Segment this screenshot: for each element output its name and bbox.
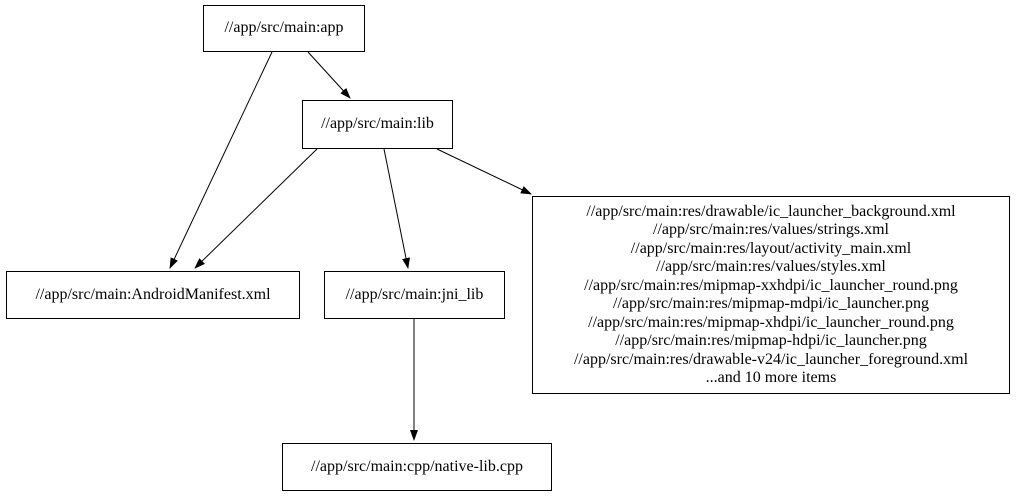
res-group-line: //app/src/main:res/values/styles.xml [656,258,886,275]
res-group-line: //app/src/main:res/mipmap-xhdpi/ic_launc… [588,313,954,331]
graph-node-jni-lib: //app/src/main:jni_lib [324,271,505,319]
graph-node-native-lib-cpp: //app/src/main:cpp/native-lib.cpp [282,443,552,491]
res-group-line: //app/src/main:res/mipmap-mdpi/ic_launch… [613,295,929,312]
graph-node-res-group: //app/src/main:res/drawable/ic_launcher_… [532,196,1010,394]
edge-lib-to-manifest [194,148,318,269]
graph-node-app-label: //app/src/main:app [224,19,344,37]
res-group-line: //app/src/main:res/drawable-v24/ic_launc… [573,350,969,368]
graph-node-lib-label: //app/src/main:lib [321,115,434,133]
edge-app-to-lib [307,51,351,99]
res-group-more-items: ...and 10 more items [705,369,837,386]
res-group-line: //app/src/main:res/drawable/ic_launcher_… [586,202,956,220]
graph-node-native-lib-cpp-label: //app/src/main:cpp/native-lib.cpp [311,457,523,475]
graph-node-lib: //app/src/main:lib [302,100,453,149]
res-group-line: //app/src/main:res/mipmap-xxhdpi/ic_laun… [584,276,958,294]
edge-lib-to-jni-lib [383,148,410,269]
res-group-line: //app/src/main:res/values/strings.xml [653,221,889,238]
graph-node-android-manifest: //app/src/main:AndroidManifest.xml [6,271,300,319]
edge-app-to-manifest [169,51,273,269]
graph-node-jni-lib-label: //app/src/main:jni_lib [345,285,484,303]
graph-node-android-manifest-label: //app/src/main:AndroidManifest.xml [35,285,271,303]
res-group-line: //app/src/main:res/layout/activity_main.… [630,239,912,257]
edge-lib-to-res-group [436,148,532,195]
graph-node-app: //app/src/main:app [203,5,365,52]
res-group-line: //app/src/main:res/mipmap-hdpi/ic_launch… [615,332,927,349]
